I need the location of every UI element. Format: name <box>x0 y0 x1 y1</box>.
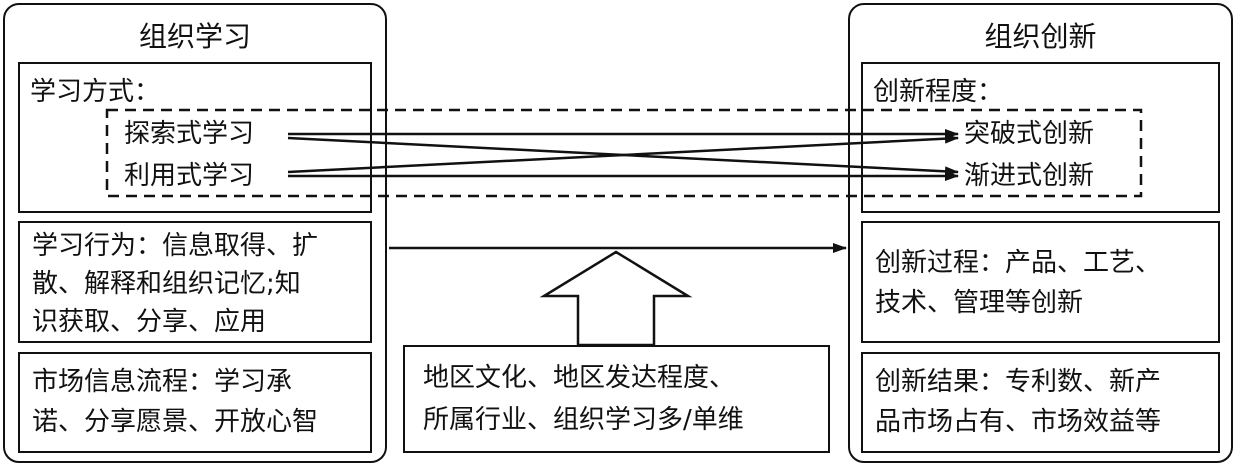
innovation-process-line-1: 创新过程：产品、工艺、 <box>875 248 1162 278</box>
innovation-result-line-1: 创新结果：专利数、新产 <box>875 367 1162 397</box>
market-info-line-2: 诺、分享愿景、开放心智 <box>32 407 319 437</box>
market-info-line-1: 市场信息流程：学习承 <box>32 367 293 397</box>
exploitative-learning-label: 利用式学习 <box>124 161 255 191</box>
incremental-innovation-label: 渐进式创新 <box>964 161 1095 191</box>
org-innovation-panel: 组织创新 <box>848 3 1233 463</box>
innovation-degree-box: 创新程度： <box>861 62 1220 213</box>
org-learning-title: 组织学习 <box>138 20 251 53</box>
learning-mode-box: 学习方式： <box>18 62 372 213</box>
dashed-group-frame <box>105 108 1143 198</box>
moderators-line-2: 所属行业、组织学习多/单维 <box>423 405 744 435</box>
arrow-exploitative-to-radical <box>287 133 959 174</box>
learning-behavior-line-1: 学习行为：信息取得、扩 <box>32 231 319 261</box>
moderator-up-arrow <box>539 250 693 347</box>
org-innovation-title: 组织创新 <box>984 20 1097 53</box>
learning-mode-heading: 学习方式： <box>30 77 161 107</box>
market-info-box: 市场信息流程：学习承 诺、分享愿景、开放心智 <box>18 352 372 453</box>
innovation-result-line-2: 品市场占有、市场效益等 <box>875 407 1162 437</box>
learning-behavior-line-3: 识获取、分享、应用 <box>32 307 267 337</box>
moderators-line-1: 地区文化、地区发达程度、 <box>423 363 736 393</box>
org-learning-panel: 组织学习 <box>3 3 387 463</box>
exploratory-learning-label: 探索式学习 <box>124 119 255 149</box>
innovation-process-line-2: 技术、管理等创新 <box>875 288 1084 318</box>
learning-behavior-line-2: 散、解释和组织记忆;知 <box>32 269 301 299</box>
learning-behavior-box: 学习行为：信息取得、扩 散、解释和组织记忆;知 识获取、分享、应用 <box>18 221 372 343</box>
radical-innovation-label: 突破式创新 <box>964 119 1095 149</box>
innovation-process-box: 创新过程：产品、工艺、 技术、管理等创新 <box>861 221 1220 343</box>
innovation-degree-heading: 创新程度： <box>873 77 1004 107</box>
innovation-result-box: 创新结果：专利数、新产 品市场占有、市场效益等 <box>861 352 1220 453</box>
